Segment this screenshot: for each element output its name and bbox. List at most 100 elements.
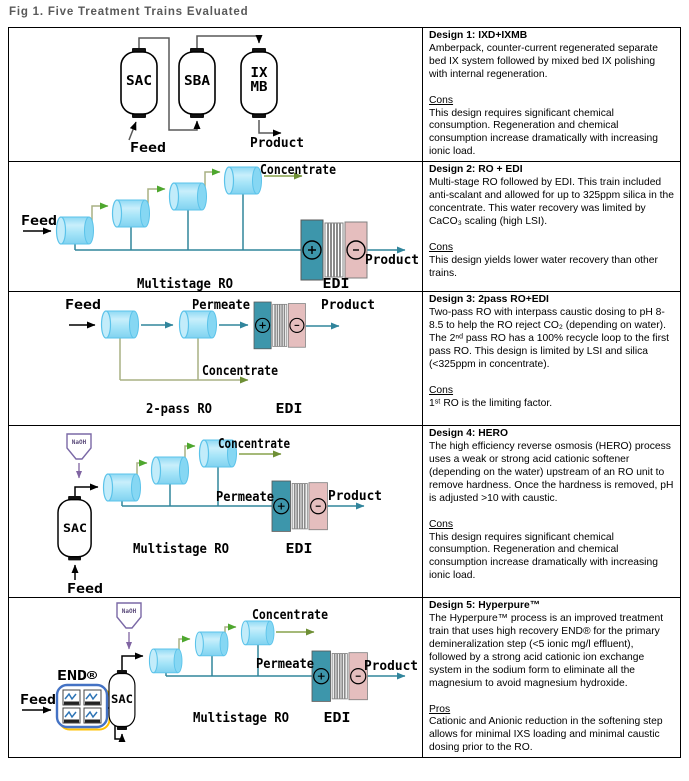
edi-label: EDI xyxy=(323,277,350,291)
diagram-svg-4: NaOH SAC Feed Concentrate Permeate Produ… xyxy=(57,433,382,597)
caustic-hopper xyxy=(66,433,92,460)
sac-label: SAC xyxy=(126,74,152,89)
concentrate-label: Concentrate xyxy=(252,608,328,623)
product-label: Product xyxy=(364,659,418,674)
product-pipe xyxy=(258,120,282,137)
ro-stage-2 xyxy=(111,199,151,228)
sba-label: SBA xyxy=(184,74,210,89)
design-heading: Design 2: RO + EDI xyxy=(429,164,523,176)
ro-label: 2-pass RO xyxy=(146,402,212,417)
diagram-svg-1: SAC SBA IX MB Feed Product xyxy=(120,35,304,156)
row-design-3: Feed Permeate Product Concentrate 2-pass… xyxy=(9,291,680,426)
text-design-5: Design 5: Hyperpure™ The Hyperpure™ proc… xyxy=(423,598,680,757)
ro-stage-2 xyxy=(150,456,190,485)
sac-label: SAC xyxy=(63,521,87,535)
feed-pipe xyxy=(128,121,137,141)
design-body: The high efficiency reverse osmosis (HER… xyxy=(429,441,674,504)
sac-label: SAC xyxy=(111,692,133,706)
row-design-2: Feed Concentrate Product Multistage RO E… xyxy=(9,161,680,292)
end-label: END® xyxy=(57,669,97,684)
design-body: Amberpack, counter-current regenerated s… xyxy=(429,42,658,80)
permeate-manifold xyxy=(121,467,272,507)
text-design-2: Design 2: RO + EDI Multi-stage RO follow… xyxy=(423,162,680,291)
ro-stage-1 xyxy=(55,216,95,245)
notes-label: Cons xyxy=(429,518,454,530)
ro-label: Multistage RO xyxy=(193,711,289,726)
ro-stage-3 xyxy=(240,620,275,646)
notes-text: 1ˢᵗ RO is the limiting factor. xyxy=(429,397,553,409)
row-design-4: NaOH SAC Feed Concentrate Permeate Produ… xyxy=(9,425,680,598)
diagram-design-1: SAC SBA IX MB Feed Product xyxy=(9,28,423,162)
product-label: Product xyxy=(250,136,304,151)
figure-title: Fig 1. Five Treatment Trains Evaluated xyxy=(9,6,249,18)
design-heading: Design 4: HERO xyxy=(429,428,508,440)
edi-unit xyxy=(300,219,368,282)
edi-label: EDI xyxy=(324,711,351,726)
ro-pass-1 xyxy=(100,310,140,339)
sac-to-ro-pipe xyxy=(74,483,99,497)
design-body: The Hyperpure™ process is an improved tr… xyxy=(429,613,664,689)
row-design-1: SAC SBA IX MB Feed Product Design 1: IXD… xyxy=(9,28,680,162)
permeate-label: Permeate xyxy=(192,298,250,313)
edi-unit xyxy=(271,480,329,533)
end-unit xyxy=(55,683,111,731)
design-body: Multi-stage RO followed by EDI. This tra… xyxy=(429,177,674,227)
text-design-4: Design 4: HERO The high efficiency rever… xyxy=(423,426,680,597)
sac-to-ro-pipe xyxy=(121,652,144,671)
ro-label: Multistage RO xyxy=(133,542,229,557)
concentrate-label: Concentrate xyxy=(202,364,278,379)
stage1-connector xyxy=(136,459,148,480)
row-design-5: NaOH END® Feed SAC Concentrate Permeate … xyxy=(9,597,680,758)
ro-label: Multistage RO xyxy=(137,277,233,291)
diagram-design-5: NaOH END® Feed SAC Concentrate Permeate … xyxy=(9,598,423,758)
design-body: Two-pass RO with interpass caustic dosin… xyxy=(429,307,670,370)
concentrate-drops xyxy=(119,338,199,381)
doser-label: NaOH xyxy=(72,439,87,446)
concentrate-label: Concentrate xyxy=(260,163,336,178)
design-heading: Design 5: Hyperpure™ xyxy=(429,600,541,612)
ro-stage-1 xyxy=(102,473,142,502)
notes-label: Cons xyxy=(429,94,454,106)
sac-to-sba-pipe xyxy=(138,37,201,131)
notes-label: Pros xyxy=(429,703,451,715)
diagram-design-3: Feed Permeate Product Concentrate 2-pass… xyxy=(9,292,423,426)
design-heading: Design 1: IXD+IXMB xyxy=(429,30,528,41)
notes-label: Cons xyxy=(429,241,454,253)
feed-label: Feed xyxy=(65,298,101,313)
stage1-connector xyxy=(91,202,109,223)
edi-label: EDI xyxy=(286,542,313,557)
product-label: Product xyxy=(365,253,419,268)
concentrate-label: Concentrate xyxy=(218,437,290,452)
notes-text: This design yields lower water recovery … xyxy=(429,254,658,279)
design-heading: Design 3: 2pass RO+EDI xyxy=(429,294,549,306)
permeate-manifold xyxy=(165,645,312,677)
feed-label: Feed xyxy=(130,141,166,156)
product-label: Product xyxy=(328,489,382,504)
ro-stage-4 xyxy=(223,166,263,195)
diagram-svg-2: Feed Concentrate Product Multistage RO E… xyxy=(21,163,419,291)
feed-label: Feed xyxy=(20,693,56,708)
ro-stage-1 xyxy=(148,648,183,674)
edi-unit xyxy=(311,650,369,703)
notes-text: This design requires significant chemica… xyxy=(429,531,658,582)
stage2-connector xyxy=(184,442,196,463)
notes-label: Cons xyxy=(429,384,454,396)
ixmb-label-line1: IX xyxy=(251,66,268,81)
permeate-manifold xyxy=(74,194,301,251)
ro-pass-2 xyxy=(178,310,218,339)
text-design-1: Design 1: IXD+IXMB Amberpack, counter-cu… xyxy=(423,28,680,161)
notes-text: This design requires significant chemica… xyxy=(429,107,658,158)
caustic-hopper xyxy=(116,602,142,629)
product-label: Product xyxy=(321,298,375,313)
diagram-design-4: NaOH SAC Feed Concentrate Permeate Produ… xyxy=(9,426,423,598)
permeate-label: Permeate xyxy=(216,490,274,505)
notes-text: Cationic and Anionic reduction in the so… xyxy=(429,716,663,754)
diagram-svg-3: Feed Permeate Product Concentrate 2-pass… xyxy=(65,298,375,417)
ro-stage-2 xyxy=(194,631,229,657)
ro-stage-3 xyxy=(168,182,208,211)
feed-label: Feed xyxy=(21,214,57,229)
stage2-connector xyxy=(147,185,166,206)
edi-label: EDI xyxy=(276,402,303,417)
sba-to-ixmb-pipe xyxy=(196,35,263,48)
stage3-connector xyxy=(204,168,221,189)
